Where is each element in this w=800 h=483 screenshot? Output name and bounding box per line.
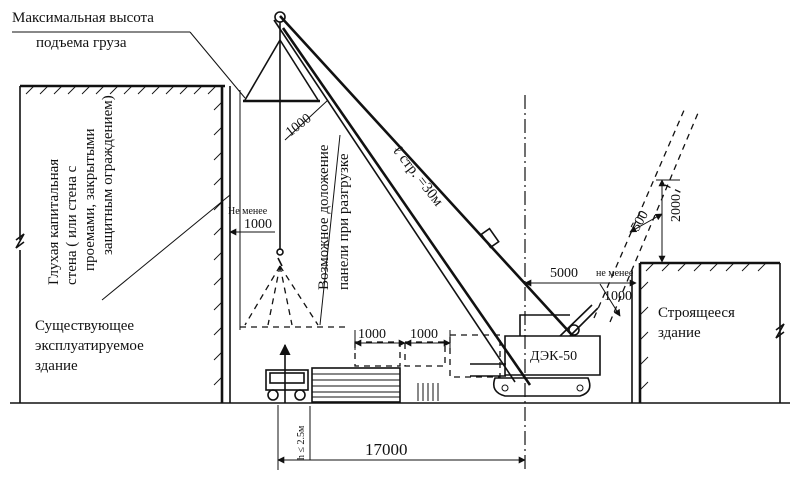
existing-building-label-1: Существующее: [35, 318, 134, 334]
blank-wall-label-2: стена ( или стена с: [64, 165, 80, 285]
new-building-label-2: здание: [658, 325, 701, 341]
dim-17000: 17000: [365, 440, 408, 459]
existing-building-label-2: эксплуатируемое: [35, 338, 144, 354]
truck: [265, 369, 309, 401]
max-lift-label-2: подъема груза: [36, 35, 127, 51]
not-less-label-1: Не менее: [228, 206, 268, 217]
existing-building: [15, 84, 231, 403]
wall-hatching: [213, 101, 223, 386]
new-building: [631, 261, 785, 403]
dimension-lines: [12, 31, 680, 470]
crane-model-label: ДЭК-50: [530, 349, 577, 364]
blank-wall-label-4: защитным ограждением): [100, 95, 116, 255]
dim-2000: 2000: [669, 194, 684, 222]
new-building-label-1: Строящееся: [658, 305, 735, 321]
dim-1000-left: 1000: [358, 327, 386, 342]
existing-building-label-3: здание: [35, 358, 78, 374]
panel-stack: [311, 334, 501, 403]
panel-drift-label-1: Возможное доложение: [316, 144, 332, 290]
max-lift-label-1: Максимальная высота: [12, 10, 154, 26]
crane-boom: [240, 11, 573, 386]
dim-1000-mid: 1000: [410, 327, 438, 342]
dim-1000-top: 1000: [283, 111, 314, 140]
dim-1000-right: 1000: [604, 289, 632, 304]
panel-drift-label-2: панели при разгрузке: [336, 153, 352, 290]
height-limit-label: h ≤ 2.5м: [296, 425, 307, 460]
blank-wall-label-1: Глухая капитальная: [46, 159, 62, 285]
not-less-label-2: не менее: [596, 268, 634, 279]
roof-hatching: [25, 85, 217, 95]
dim-5000: 5000: [550, 266, 578, 281]
labels: Максимальная высота подъема груза Глухая…: [12, 10, 735, 460]
dim-1000-wall: 1000: [244, 217, 272, 232]
boom-length-label: ℓ стр. =30м: [389, 143, 446, 210]
blank-wall-label-3: проемами, закрытыми: [82, 128, 98, 271]
